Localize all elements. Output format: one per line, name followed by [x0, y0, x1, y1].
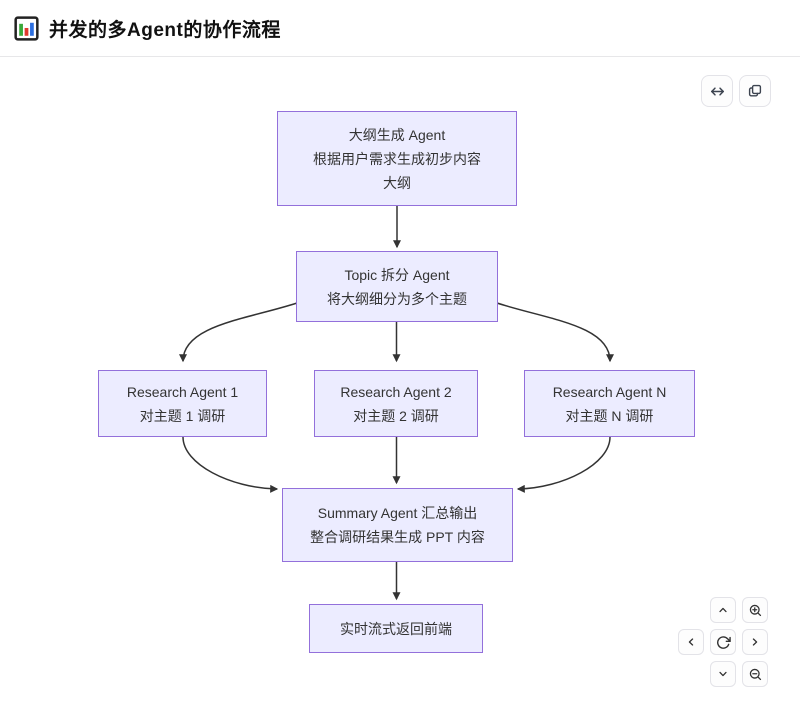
node-label-line: Research Agent 1: [126, 383, 239, 400]
header: 并发的多Agent的协作流程: [0, 0, 800, 56]
node-research-agent-1: Research Agent 1 对主题 1 调研: [98, 370, 267, 437]
zoom-out-icon: [748, 667, 763, 682]
chevron-down-icon: [716, 667, 730, 681]
copy-button[interactable]: [739, 75, 771, 107]
zoom-in-button[interactable]: [742, 597, 768, 623]
pan-down-button[interactable]: [710, 661, 736, 687]
node-label-line: 整合调研结果生成 PPT 内容: [310, 529, 485, 545]
node-label-line: Summary Agent 汇总输出: [317, 505, 478, 521]
node-frontend-output: 实时流式返回前端: [309, 604, 483, 653]
pan-left-button[interactable]: [678, 629, 704, 655]
node-label-line: Research Agent N: [552, 383, 667, 400]
node-label-line: 将大纲细分为多个主题: [327, 290, 467, 307]
node-label-line: 根据用户需求生成初步内容: [313, 150, 481, 167]
node-label-line: 对主题 2 调研: [353, 407, 439, 424]
node-research-agent-n: Research Agent N 对主题 N 调研: [524, 370, 695, 437]
header-divider: [0, 56, 800, 57]
node-label-line: 实时流式返回前端: [340, 620, 452, 637]
zoom-out-button[interactable]: [742, 661, 768, 687]
node-outline-agent: 大纲生成 Agent 根据用户需求生成初步内容 大纲: [277, 111, 517, 206]
zoom-in-icon: [748, 603, 763, 618]
chevron-right-icon: [748, 635, 762, 649]
node-label-line: 大纲: [383, 174, 411, 191]
node-label-line: Topic 拆分 Agent: [344, 266, 450, 283]
node-label-line: 大纲生成 Agent: [348, 126, 446, 143]
node-label-line: 对主题 1 调研: [139, 407, 226, 424]
node-label-line: Research Agent 2: [340, 383, 452, 400]
page-title: 并发的多Agent的协作流程: [49, 20, 281, 41]
pan-up-button[interactable]: [710, 597, 736, 623]
chevron-left-icon: [684, 635, 698, 649]
reset-view-button[interactable]: [710, 629, 736, 655]
node-summary-agent: Summary Agent 汇总输出 整合调研结果生成 PPT 内容: [282, 488, 513, 562]
pan-right-button[interactable]: [742, 629, 768, 655]
reset-icon: [716, 635, 731, 650]
expand-width-button[interactable]: [701, 75, 733, 107]
bar-chart-icon: [14, 16, 39, 41]
copy-icon: [747, 83, 763, 99]
node-research-agent-2: Research Agent 2 对主题 2 调研: [314, 370, 478, 437]
node-label-line: 对主题 N 调研: [565, 407, 654, 424]
node-topic-split-agent: Topic 拆分 Agent 将大纲细分为多个主题: [296, 251, 498, 322]
chevron-up-icon: [716, 603, 730, 617]
horizontal-arrows-icon: [709, 83, 726, 100]
